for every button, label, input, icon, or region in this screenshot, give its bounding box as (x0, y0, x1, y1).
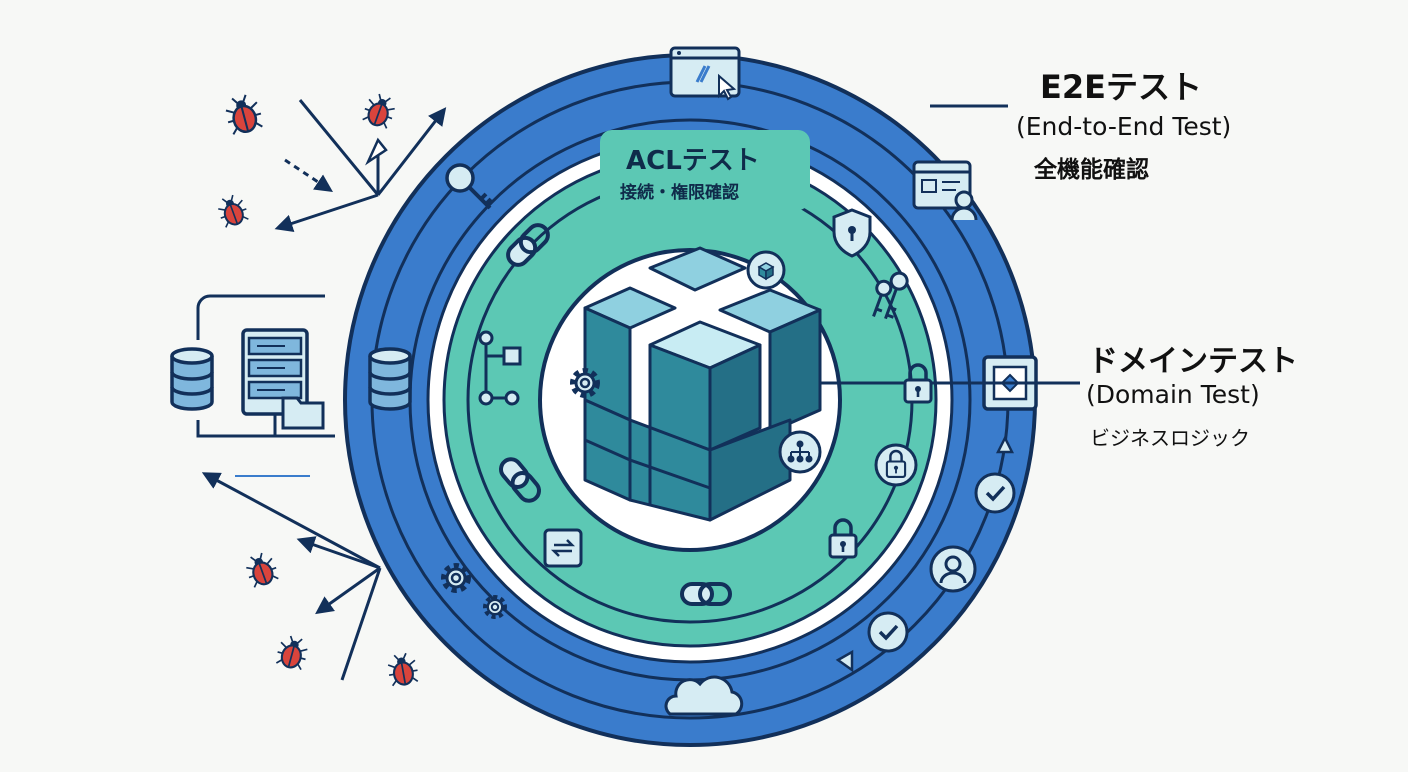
keys-icon (872, 271, 909, 320)
checkmark-icon (867, 611, 909, 653)
shield-lock-icon (832, 208, 872, 258)
domain-layer-description: ビジネスロジック (1090, 426, 1250, 450)
folder-icon (281, 396, 325, 430)
cube-pin-icon (746, 250, 786, 290)
gear-icon (444, 566, 468, 590)
gear-icon (573, 371, 597, 395)
domain-layer-subtitle: (Domain Test) (1086, 380, 1260, 409)
cloud-icon (664, 675, 744, 716)
bug-icon (384, 650, 421, 688)
browser-click-icon (669, 46, 741, 101)
database-icon (170, 347, 214, 411)
transfer-arrows-icon (543, 528, 583, 568)
bug-icon (221, 91, 266, 138)
flow-arrow-icon (995, 435, 1015, 454)
node-graph-icon (478, 330, 522, 406)
e2e-layer-subtitle: (End-to-End Test) (1016, 112, 1232, 141)
acl-layer-title: ACLテスト (626, 146, 760, 176)
bug-icon (359, 90, 400, 131)
e2e-layer-title: E2Eテスト (1040, 68, 1202, 106)
user-icon (929, 545, 977, 593)
gear-icon (485, 597, 504, 616)
database-icon (368, 347, 412, 411)
acl-label-patch (600, 130, 810, 210)
hierarchy-icon (778, 430, 822, 474)
domain-layer-title: ドメインテスト (1088, 344, 1298, 379)
bug-icon (241, 549, 282, 590)
key-icon (445, 163, 493, 210)
deflect-arrows (201, 99, 447, 681)
infrastructure-group (170, 294, 335, 438)
acl-layer-description: 接続・権限確認 (620, 183, 739, 203)
flow-arrow-icon (835, 649, 854, 673)
bug-icon (273, 632, 312, 672)
server-icon (241, 328, 309, 436)
bug-icon (213, 191, 252, 230)
user-profile-card-icon (912, 160, 978, 221)
e2e-layer-description: 全機能確認 (1034, 157, 1149, 183)
domain-cube-cluster (583, 246, 822, 522)
checkmark-icon (974, 472, 1016, 514)
padlock-icon (874, 443, 918, 487)
